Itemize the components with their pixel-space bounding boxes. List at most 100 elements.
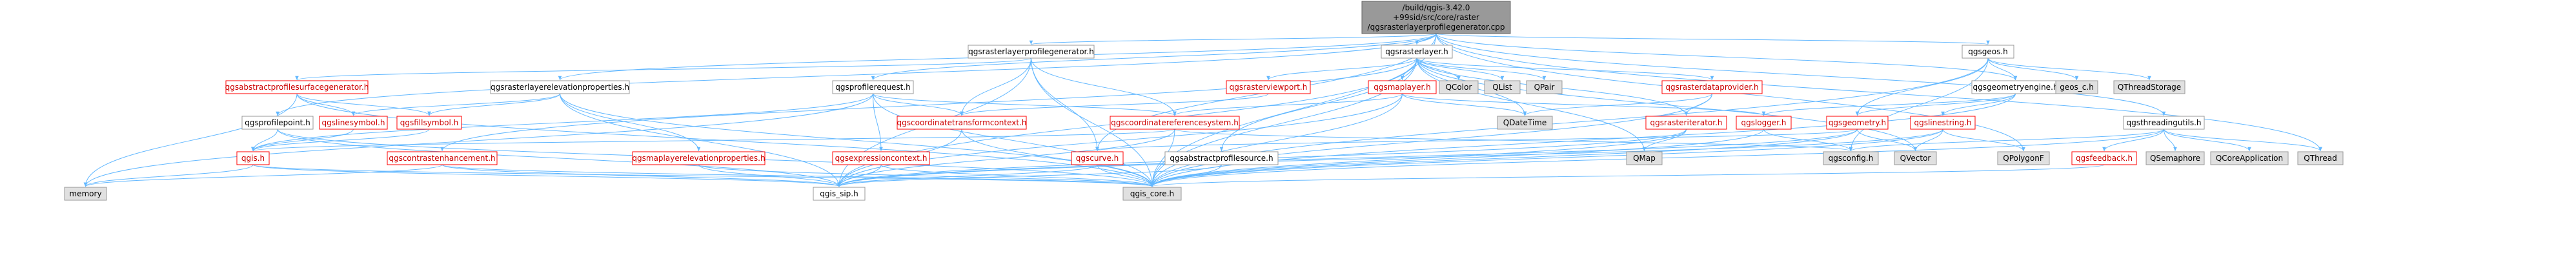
node-qgsrasterviewport[interactable]: qgsrasterviewport.h bbox=[1226, 80, 1311, 94]
node-label: QCoreApplication bbox=[2216, 154, 2283, 163]
node-qgsgeometryengine[interactable]: qgsgeometryengine.h bbox=[1971, 80, 2060, 94]
node-qgscontrastenhancement[interactable]: qgscontrastenhancement.h bbox=[387, 151, 498, 165]
dependency-edge bbox=[351, 93, 560, 116]
node-box bbox=[64, 187, 107, 201]
node-label: qgsprofilepoint.h bbox=[245, 118, 310, 127]
node-label: qgsmaplayer.h bbox=[1374, 83, 1431, 92]
node-box bbox=[1661, 80, 1763, 94]
node-box bbox=[1997, 151, 2050, 165]
dependency-edge bbox=[83, 164, 254, 187]
node-qgsrasterlayerprofilegenerator[interactable]: qgsrasterlayerprofilegenerator.h bbox=[968, 45, 1095, 59]
dependency-edge bbox=[1266, 57, 1417, 81]
node-label: qgslinestring.h bbox=[1914, 118, 1971, 127]
node-label: qgsrasteriterator.h bbox=[1650, 118, 1722, 127]
node-qgis_core: qgis_core.h bbox=[1122, 187, 1182, 201]
dependency-edge bbox=[1029, 33, 1437, 45]
dependency-edge bbox=[1416, 57, 1505, 81]
node-qgsmaplayerelevationproperties[interactable]: qgsmaplayerelevationproperties.h bbox=[632, 151, 766, 165]
dependency-edge bbox=[1402, 93, 1766, 116]
node-box bbox=[1962, 45, 2014, 59]
node-qgscoordinatetransformcontext[interactable]: qgscoordinatetransformcontext.h bbox=[897, 116, 1027, 130]
node-qgslinestring[interactable]: qgslinestring.h bbox=[1910, 116, 1976, 130]
dependency-edge bbox=[1849, 129, 2164, 152]
dependency-edge bbox=[960, 57, 1031, 116]
node-box bbox=[897, 116, 1027, 130]
node-label: QVector bbox=[1900, 154, 1931, 163]
node-qgsgeos[interactable]: qgsgeos.h bbox=[1962, 45, 2014, 59]
node-qcoreapplication: QCoreApplication bbox=[2210, 151, 2289, 165]
node-qgsgeometry[interactable]: qgsgeometry.h bbox=[1826, 116, 1889, 130]
dependency-edge bbox=[2164, 129, 2177, 152]
dependency-edge bbox=[873, 93, 1154, 187]
node-label: qgscurve.h bbox=[1076, 154, 1119, 163]
node-label: qgis_sip.h bbox=[820, 189, 858, 198]
node-qgis[interactable]: qgis.h bbox=[236, 151, 270, 165]
node-box bbox=[1894, 151, 1937, 165]
dependency-edge bbox=[1857, 129, 1918, 152]
node-qgsconfig: qgsconfig.h bbox=[1823, 151, 1879, 165]
root-file-node[interactable]: /build/qgis-3.42.0+99sid/src/core/raster… bbox=[1361, 1, 1511, 34]
dependency-edge bbox=[1987, 57, 2018, 81]
dependency-edge bbox=[251, 129, 354, 152]
dependency-edge bbox=[1855, 57, 1989, 116]
node-label: qgsrasterviewport.h bbox=[1230, 83, 1308, 92]
root-file-label-line: /build/qgis-3.42.0 bbox=[1403, 3, 1470, 12]
dependency-edge bbox=[2164, 129, 2322, 152]
node-qgsfillsymbol[interactable]: qgsfillsymbol.h bbox=[396, 116, 462, 130]
node-box bbox=[1368, 80, 1437, 94]
node-box bbox=[1626, 151, 1663, 165]
node-label: QList bbox=[1492, 83, 1512, 92]
node-label: qgslinesymbol.h bbox=[322, 118, 385, 127]
node-box bbox=[813, 187, 866, 201]
node-box bbox=[1526, 80, 1563, 94]
node-qpolygonf: QPolygonF bbox=[1997, 151, 2050, 165]
node-qgis_sip[interactable]: qgis_sip.h bbox=[813, 187, 866, 201]
node-box bbox=[1439, 80, 1479, 94]
node-qgsrasterdataprovider[interactable]: qgsrasterdataprovider.h bbox=[1661, 80, 1763, 94]
dependency-edge bbox=[560, 93, 701, 152]
node-box bbox=[396, 116, 462, 130]
dependency-edge bbox=[295, 57, 1031, 81]
dependency-edge bbox=[1095, 129, 1858, 152]
dependency-edge bbox=[251, 129, 1175, 152]
node-qgscoordinatereferencesystem[interactable]: qgscoordinatereferencesystem.h bbox=[1110, 116, 1240, 130]
node-box bbox=[2071, 151, 2137, 165]
node-qcolor: QColor bbox=[1439, 80, 1479, 94]
dependency-edge bbox=[871, 33, 1437, 81]
node-qgsrasteriterator[interactable]: qgsrasteriterator.h bbox=[1645, 116, 1727, 130]
node-box bbox=[1497, 116, 1553, 130]
node-qgscurve[interactable]: qgscurve.h bbox=[1071, 151, 1124, 165]
node-label: qgis_core.h bbox=[1130, 189, 1174, 198]
node-label: qgsabstractprofilesurfacegenerator.h bbox=[225, 83, 369, 92]
node-qgsprofilerequest[interactable]: qgsprofilerequest.h bbox=[832, 80, 914, 94]
node-box bbox=[1823, 151, 1879, 165]
node-qgsrasterlayer[interactable]: qgsrasterlayer.h bbox=[1381, 45, 1453, 59]
dependency-edge bbox=[880, 164, 1154, 187]
node-box bbox=[236, 151, 270, 165]
node-qgsthreadingutils[interactable]: qgsthreadingutils.h bbox=[2123, 116, 2205, 130]
node-qgsmaplayer[interactable]: qgsmaplayer.h bbox=[1368, 80, 1437, 94]
dependency-edge bbox=[251, 129, 430, 152]
node-qgsabstractprofilesource[interactable]: qgsabstractprofilesource.h bbox=[1164, 151, 1279, 165]
dependency-edge bbox=[1761, 93, 2016, 116]
dependency-edge bbox=[1416, 57, 1547, 81]
node-qgsfeedback[interactable]: qgsfeedback.h bbox=[2071, 151, 2137, 165]
dependency-edge bbox=[1150, 129, 1687, 187]
node-box bbox=[387, 151, 498, 165]
node-qgsabstractprofilesurfacegenerator[interactable]: qgsabstractprofilesurfacegenerator.h bbox=[225, 80, 369, 94]
node-qgslinesymbol[interactable]: qgslinesymbol.h bbox=[319, 116, 388, 130]
node-qgsexpressioncontext[interactable]: qgsexpressioncontext.h bbox=[832, 151, 930, 165]
node-label: qgslogger.h bbox=[1741, 118, 1786, 127]
dependency-edge bbox=[441, 164, 841, 187]
dependency-edge bbox=[1435, 33, 2018, 81]
node-label: QSemaphore bbox=[2150, 154, 2200, 163]
node-geos_c: geos_c.h bbox=[2055, 80, 2098, 94]
dependency-edge bbox=[1031, 57, 1177, 116]
node-qgslogger[interactable]: qgslogger.h bbox=[1736, 116, 1792, 130]
node-qgsprofilepoint[interactable]: qgsprofilepoint.h bbox=[241, 116, 314, 130]
node-label: qgsabstractprofilesource.h bbox=[1170, 154, 1273, 163]
node-box bbox=[968, 45, 1095, 59]
node-label: qgscontrastenhancement.h bbox=[389, 154, 495, 163]
dependency-edge bbox=[441, 164, 1154, 187]
node-qgsrasterlayerelevationproperties[interactable]: qgsrasterlayerelevationproperties.h bbox=[490, 80, 630, 94]
